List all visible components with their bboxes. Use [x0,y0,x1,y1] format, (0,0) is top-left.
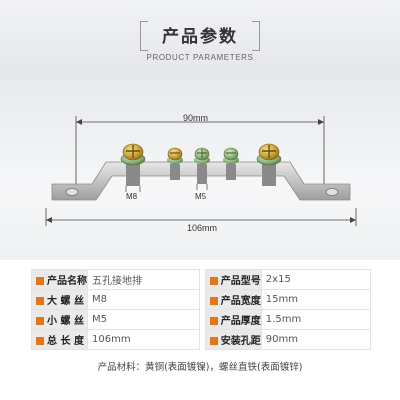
orange-marker [209,317,218,325]
spec-value: M8 [87,289,200,310]
table-row: 大 螺 丝 M8 产品宽度 15mm [31,289,372,310]
table-row: 产品名称 五孔接地排 产品型号 2x15 [31,269,372,290]
spec-label: 产品厚度 [204,309,262,330]
orange-marker [36,317,44,325]
page-header: 产品参数 PRODUCT PARAMETERS [0,0,400,80]
spec-label: 小 螺 丝 [31,309,88,330]
orange-marker [209,337,218,345]
orange-marker [36,277,44,285]
dimension-top-label: 90mm [183,113,209,123]
spec-label: 总 长 度 [31,329,88,350]
small-screw-3 [223,147,239,180]
page-subtitle: PRODUCT PARAMETERS [146,53,254,62]
spec-label: 大 螺 丝 [31,289,88,310]
left-bracket-decoration [140,21,148,51]
material-note: 产品材料：黄铜(表面镀镍)，螺丝直铁(表面镀锌) [97,362,303,373]
large-screw-label: M8 [126,192,138,201]
small-screw-1 [167,147,183,180]
dimension-106mm [45,208,357,226]
small-screw-label: M5 [195,192,207,201]
spec-table: 产品名称 五孔接地排 产品型号 2x15 大 螺 丝 M8 产品宽度 15mm … [31,269,372,350]
header-title-block: 产品参数 PRODUCT PARAMETERS [140,16,260,66]
large-screw-right [256,143,282,186]
table-row: 小 螺 丝 M5 产品厚度 1.5mm [31,309,372,330]
spec-value: 90mm [260,329,372,350]
dimension-bottom-label: 106mm [187,223,218,233]
page-title: 产品参数 [162,27,238,47]
grounding-bar-illustration [45,116,357,226]
spec-value: 15mm [260,289,372,310]
spec-value: 1.5mm [260,309,372,330]
dimension-90mm [75,116,325,190]
table-row: 总 长 度 106mm 安装孔距 90mm [31,329,372,350]
spec-label: 产品型号 [204,269,262,290]
spec-label: 安装孔距 [204,329,262,350]
right-bracket-decoration [252,21,260,51]
spec-value: 五孔接地排 [87,269,200,290]
orange-marker [209,297,218,305]
orange-marker [209,277,218,285]
spec-value: 2x15 [260,269,372,290]
orange-marker [36,337,44,345]
large-screw-left [120,143,146,186]
spec-value: M5 [87,309,200,330]
orange-marker [36,297,44,305]
spec-label: 产品名称 [31,269,88,290]
spec-value: 106mm [87,329,200,350]
product-photo: 90mm 106mm M8 M5 [0,80,400,260]
screw-annotation-lines [125,184,208,192]
spec-label: 产品宽度 [204,289,262,310]
small-screw-2 [194,147,210,184]
